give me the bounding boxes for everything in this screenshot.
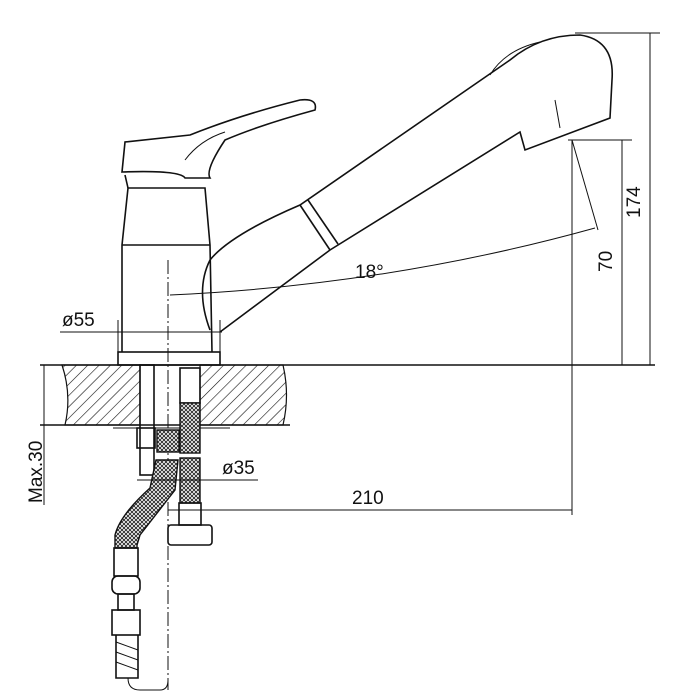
reach-label: 210 (352, 488, 384, 509)
hose-diameter-label: ø35 (222, 458, 255, 479)
countertop (40, 364, 655, 429)
spout-height-label: 70 (596, 251, 617, 272)
swivel-angle-label: 18° (355, 262, 384, 283)
supply-hoses (111, 364, 213, 691)
total-height-label: 174 (624, 186, 645, 218)
max-thickness-label: Max.30 (26, 441, 47, 503)
base-diameter-label: ø55 (62, 310, 95, 331)
faucet-body (117, 98, 317, 366)
pull-out-spout (201, 34, 613, 333)
dimension-lines (43, 32, 660, 515)
